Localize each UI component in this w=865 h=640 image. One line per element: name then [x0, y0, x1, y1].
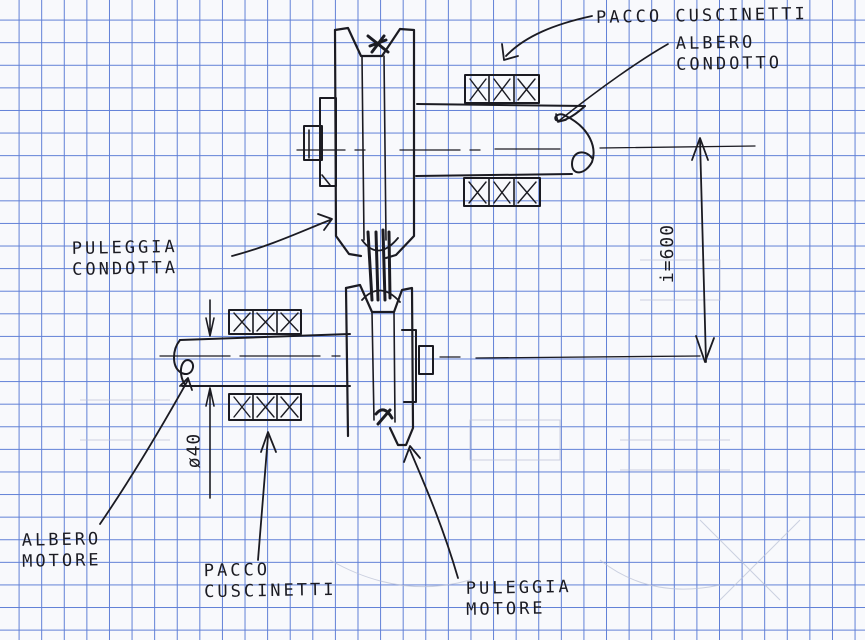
label-line: CONDOTTA: [72, 258, 179, 281]
motor-pulley: [344, 283, 434, 447]
label-motor-bearings: PACCO CUSCINETTI: [204, 559, 337, 604]
center-distance-label: i=600: [657, 223, 679, 284]
leader-motor-pulley: [403, 445, 459, 579]
show-through-sketch: [80, 259, 801, 601]
label-motor-shaft: ALBERO MOTORE: [22, 529, 102, 573]
label-line: PULEGGIA: [465, 577, 572, 599]
label-line: PULEGGIA: [71, 237, 178, 259]
leader-motor-bearings: [257, 431, 277, 561]
leader-driven-pulley: [231, 213, 333, 257]
label-driven-shaft: ALBERO CONDOTTO: [676, 32, 783, 76]
drive-belt: [361, 228, 401, 303]
label-line: MOTORE: [22, 550, 102, 572]
label-driven-bearings: PACCO CUSCINETTI: [596, 4, 808, 29]
leader-motor-shaft: [99, 377, 193, 525]
label-line: CONDOTTO: [676, 53, 783, 76]
driven-bearing-pack: [463, 74, 541, 207]
label-line: CUSCINETTI: [204, 580, 337, 603]
leader-driven-shaft: [555, 43, 669, 123]
leader-driven-bearings: [501, 15, 593, 61]
driven-centerline: [296, 145, 756, 151]
label-line: PACCO: [203, 560, 271, 582]
shaft-diameter-label: ø40: [183, 432, 205, 469]
label-motor-pulley: PULEGGIA MOTORE: [466, 577, 573, 621]
motor-bearing-pack: [228, 309, 302, 421]
driven-pulley: [303, 26, 416, 260]
label-line: ALBERO: [675, 32, 756, 54]
label-line: PACCO CUSCINETTI: [595, 4, 808, 28]
shaft-diameter-dimension: [205, 299, 215, 499]
motor-centerline: [159, 355, 701, 359]
label-line: MOTORE: [466, 598, 546, 621]
label-driven-pulley: PULEGGIA CONDOTTA: [72, 237, 179, 281]
label-line: ALBERO: [21, 529, 102, 551]
center-distance-dimension: [691, 137, 715, 363]
motor-shaft: [173, 333, 351, 387]
